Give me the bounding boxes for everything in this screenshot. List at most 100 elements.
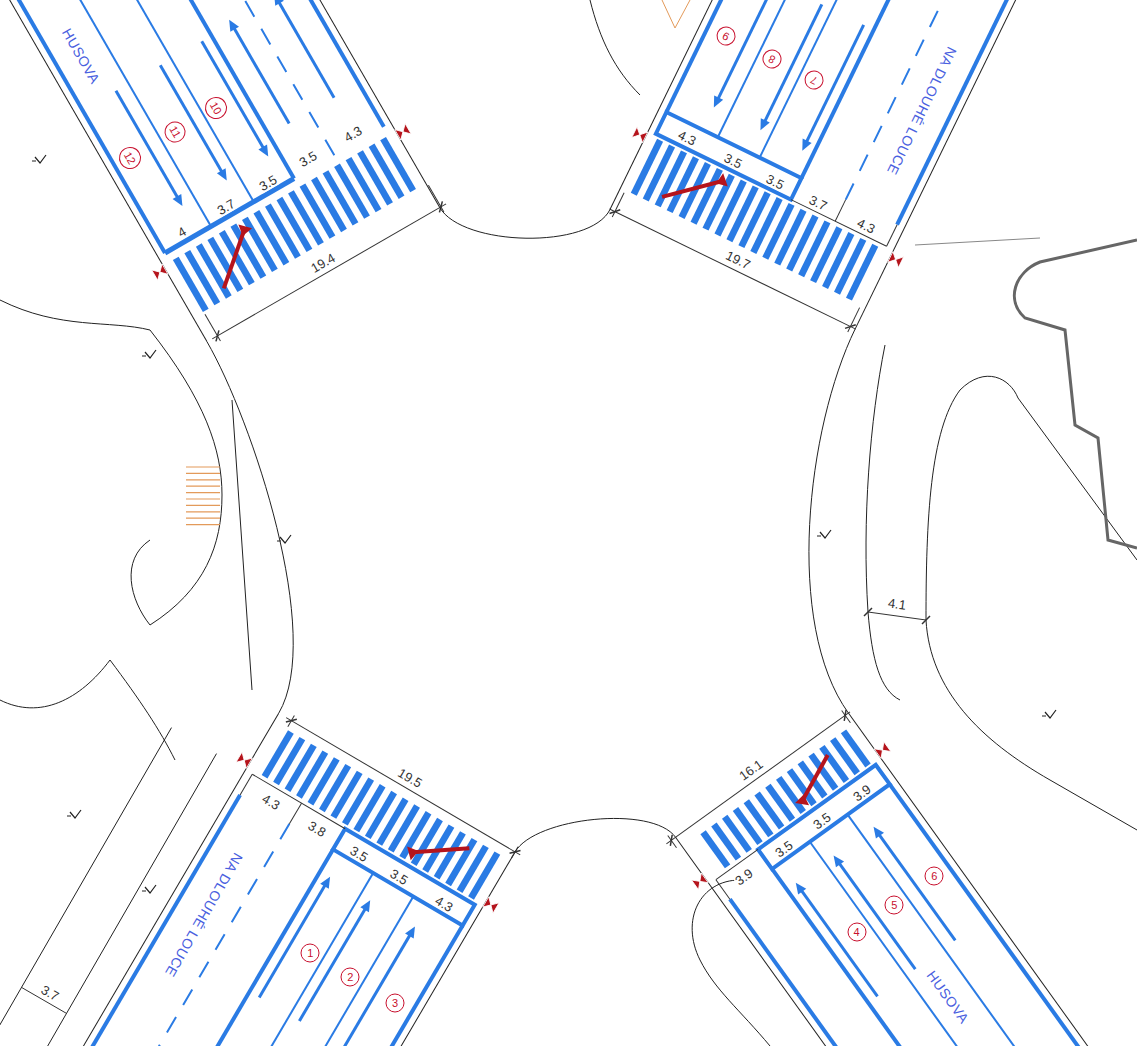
width-dimension: 3.7 xyxy=(38,982,62,1003)
lane-arrow xyxy=(878,833,955,940)
street-name: NA DLOUHÉ LOUCE xyxy=(884,43,960,179)
detector-line xyxy=(790,755,841,800)
island-edge xyxy=(692,880,770,1046)
sidewalk-edge xyxy=(915,238,1040,245)
lane-arrow-head xyxy=(792,880,807,895)
lane-arrow xyxy=(233,27,289,124)
sidewalk-edge xyxy=(131,540,150,625)
detector-line xyxy=(413,825,469,876)
signal-symbol xyxy=(888,252,904,268)
crosswalk-stripe xyxy=(273,737,305,785)
dimension-tick xyxy=(610,206,621,217)
dimension-line xyxy=(791,200,887,247)
dimension-line xyxy=(610,209,856,329)
sidewalk-edge xyxy=(0,728,172,1031)
curb-line xyxy=(0,0,207,342)
lane-line xyxy=(0,0,254,202)
dimension-tick xyxy=(716,880,730,899)
dimension-line xyxy=(868,612,926,620)
signal-symbol xyxy=(395,124,411,140)
hatch-line xyxy=(186,518,220,519)
extension-line xyxy=(612,193,624,217)
dimension-line xyxy=(212,204,446,339)
crossing-width: 19.7 xyxy=(723,249,753,273)
callout-number: 11 xyxy=(160,118,189,147)
stop-box xyxy=(656,112,802,199)
lane-width: 3.5 xyxy=(722,151,746,171)
crosswalk-stripe xyxy=(365,791,397,839)
lane-width: 3.9 xyxy=(850,782,874,804)
lane-line xyxy=(760,0,1137,158)
lane-line xyxy=(890,784,1137,1046)
lane-line xyxy=(666,0,1061,112)
callout-number: 5 xyxy=(885,896,904,915)
crosswalk-stripe xyxy=(380,137,416,192)
lane-line xyxy=(0,0,294,179)
dimension-tick xyxy=(510,846,521,857)
lane-arrow-head xyxy=(830,853,845,868)
street-name: HUSOVA xyxy=(924,966,974,1027)
crosswalk-stripe xyxy=(376,798,408,846)
sidewalk-edge xyxy=(150,330,222,625)
dimension-tick xyxy=(212,330,223,341)
hatch-line xyxy=(186,511,220,512)
detector-head xyxy=(402,845,418,861)
curb-line xyxy=(610,0,1054,209)
lane-arrow xyxy=(202,41,265,149)
dimension-tick xyxy=(240,774,252,795)
dimension-tick xyxy=(289,803,301,824)
lane-arrow xyxy=(838,862,915,969)
curb-line xyxy=(0,713,279,1046)
lane-width: 3.5 xyxy=(296,149,320,170)
curb-line xyxy=(926,620,1137,830)
lane-width: 3.5 xyxy=(763,171,787,191)
sidewalk-edge xyxy=(110,660,175,760)
signal-symbol xyxy=(632,127,648,143)
signal-symbol xyxy=(152,264,168,280)
crosswalk-stripe xyxy=(457,845,489,893)
detector-head xyxy=(716,172,732,188)
detector-line xyxy=(204,230,264,288)
lane-arrow-head xyxy=(360,898,374,913)
lane-width: 4.3 xyxy=(259,791,283,812)
road-arm xyxy=(0,0,453,353)
lane-line xyxy=(772,869,1137,1046)
callout-number: 1 xyxy=(301,943,320,962)
lane-width: 4.3 xyxy=(854,216,878,236)
lane-arrow-head xyxy=(869,824,884,839)
road-arm xyxy=(597,0,1137,340)
corner-curb xyxy=(515,818,676,851)
callout-number: 6 xyxy=(925,867,944,886)
lane-width: 4.3 xyxy=(432,893,456,914)
stop-line xyxy=(165,179,294,253)
orange-mark xyxy=(662,0,690,28)
curb-line xyxy=(848,713,1137,1046)
hatch-line xyxy=(186,492,220,493)
callout-number: 7 xyxy=(801,67,826,92)
signal-symbol xyxy=(874,742,891,759)
curb-arc xyxy=(590,0,640,95)
signal-symbol xyxy=(483,897,499,913)
curb-line xyxy=(855,0,1137,329)
lane-width: 3.5 xyxy=(772,837,796,859)
street-name: HUSOVA xyxy=(58,24,103,87)
crosswalk-stripe xyxy=(388,804,420,852)
lane-arrow xyxy=(299,907,366,1021)
callout-number: 9 xyxy=(713,24,738,49)
callout-number: 4 xyxy=(847,923,866,942)
width-dimension: 4.1 xyxy=(886,596,908,612)
detector-head xyxy=(237,219,253,235)
building-outline xyxy=(1014,240,1137,548)
dimension-tick xyxy=(887,225,898,247)
curb-line xyxy=(676,837,1137,1046)
curb-line xyxy=(0,0,440,208)
lane-line xyxy=(897,0,1137,225)
callout-number: 8 xyxy=(760,46,785,71)
street-name: NA DLOUHÉ LOUCE xyxy=(162,849,246,981)
callout-number: 10 xyxy=(201,93,231,123)
lane-arrow xyxy=(800,889,877,996)
callout-number: 3 xyxy=(386,993,405,1012)
crosswalk-stripe xyxy=(296,750,328,798)
